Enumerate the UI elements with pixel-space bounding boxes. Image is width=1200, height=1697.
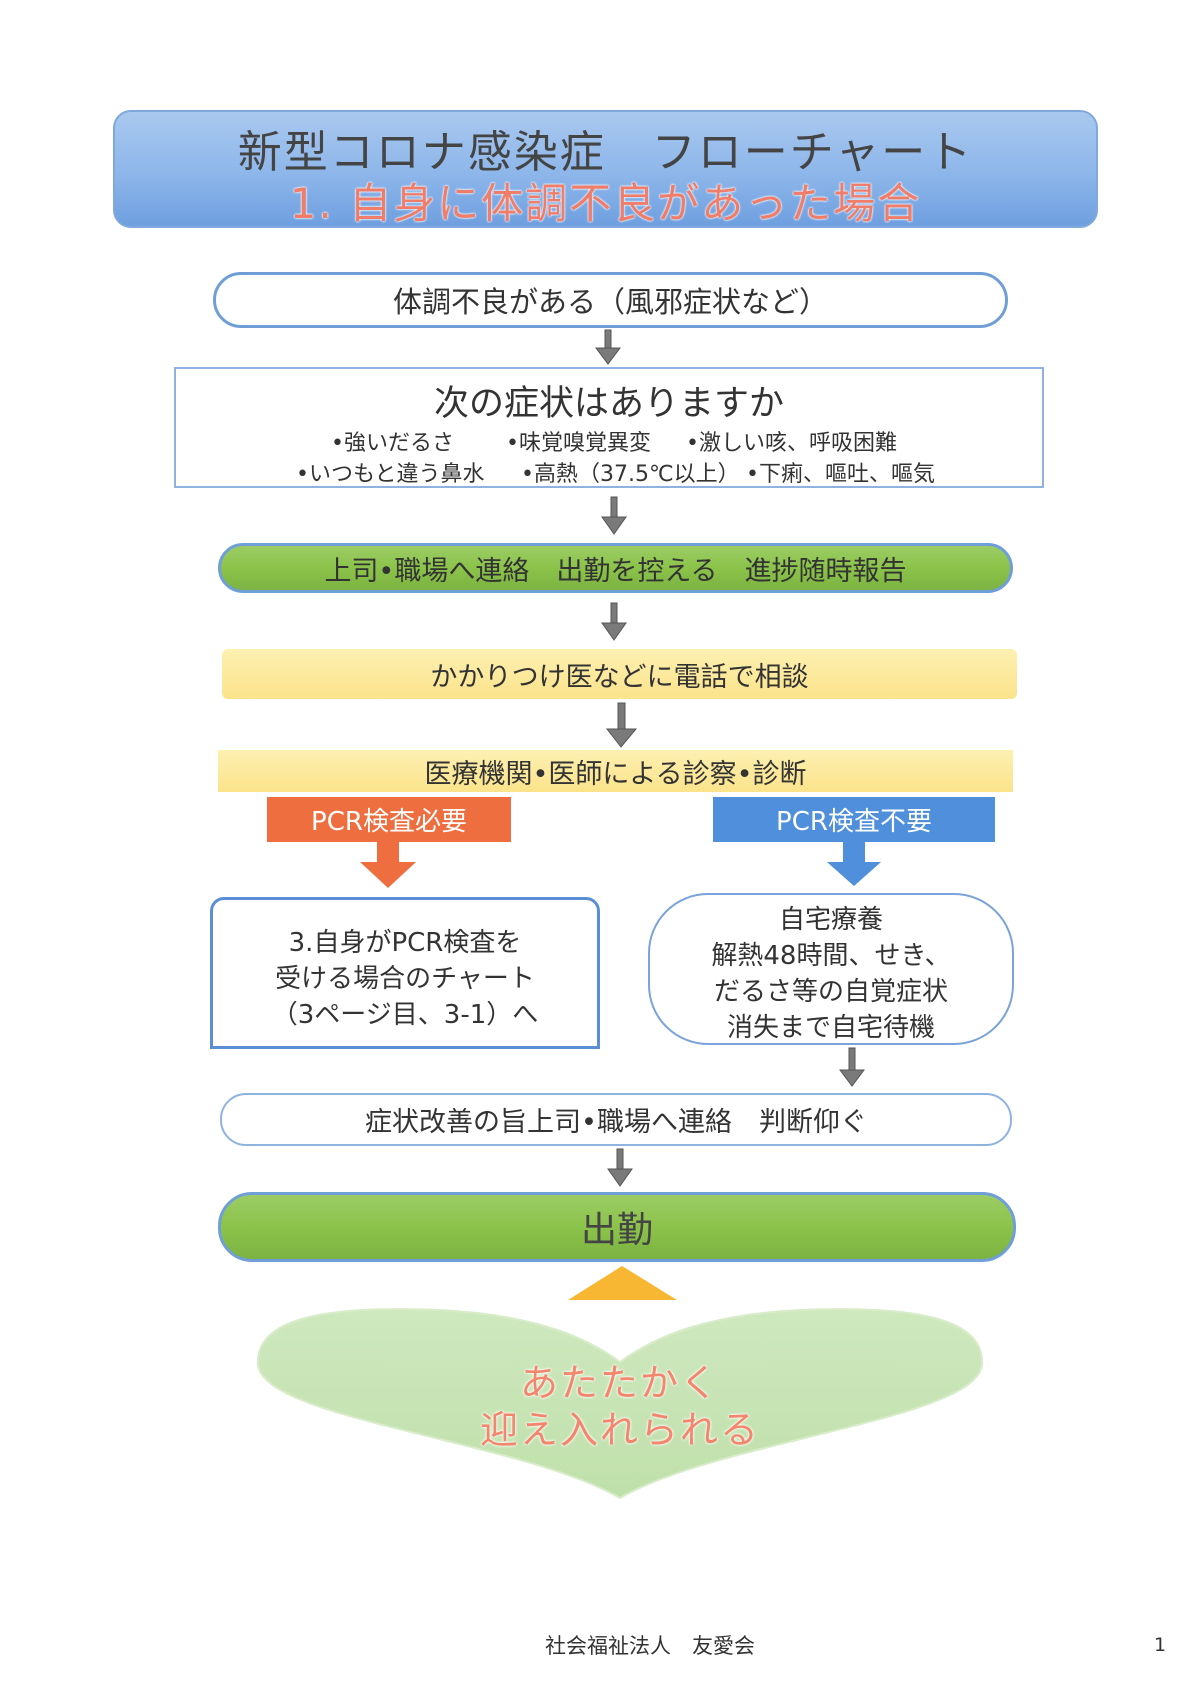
outcome-right-line: 解熱48時間、せき、	[711, 940, 951, 971]
step-5-label: 医療機関•医師による診察•診断	[424, 758, 807, 790]
symptom-item: •激しい咳、呼吸困難	[686, 431, 897, 456]
step-return-to-work: 出勤	[218, 1192, 1016, 1262]
step-1-label: 体調不良がある（風邪症状など）	[392, 285, 828, 319]
arrow-6	[607, 1148, 633, 1187]
step-symptoms-present: 体調不良がある（風邪症状など）	[213, 272, 1008, 328]
heart-text-line-1: あたたかく	[519, 1360, 720, 1405]
step-7-label: 出勤	[580, 1210, 653, 1251]
arrow-5	[839, 1047, 865, 1087]
arrow-4	[605, 702, 638, 748]
step-6-label: 症状改善の旨上司•職場へ連絡 判断仰ぐ	[365, 1107, 867, 1138]
step-4-label: かかりつけ医などに電話で相談	[430, 661, 809, 693]
outcome-pcr-chart-ref: 3.自身がPCR検査を 受ける場合のチャート （3ページ目、3-1）へ	[210, 897, 600, 1049]
outcome-left-line: 受ける場合のチャート	[275, 963, 535, 994]
step-phone-consult: かかりつけ医などに電話で相談	[222, 649, 1017, 699]
page-title: 新型コロナ感染症 フローチャート	[237, 127, 974, 178]
step-report-improvement: 症状改善の旨上司•職場へ連絡 判断仰ぐ	[220, 1093, 1012, 1146]
title-banner: 新型コロナ感染症 フローチャート 1. 自身に体調不良があった場合	[113, 110, 1098, 228]
outcome-left-line: 3.自身がPCR検査を	[288, 927, 522, 958]
arrow-2	[601, 496, 627, 535]
page-number: 1	[1153, 1634, 1167, 1656]
heart-text-line-2: 迎え入れられる	[479, 1407, 760, 1452]
arrow-pcr-no	[827, 842, 881, 886]
outcome-right-line: 消失まで自宅待機	[726, 1012, 935, 1043]
symptom-item: •高熱（37.5℃以上）	[521, 462, 740, 487]
heart-shape	[256, 1308, 984, 1500]
step-contact-supervisor: 上司•職場へ連絡 出勤を控える 進捗随時報告	[218, 543, 1013, 593]
outcome-home-care: 自宅療養 解熱48時間、せき、 だるさ等の自覚症状 消失まで自宅待機	[648, 893, 1014, 1045]
arrow-pcr-need	[360, 842, 416, 888]
step-3-label: 上司•職場へ連絡 出勤を控える 進捗随時報告	[324, 555, 907, 587]
outcome-right-line: だるさ等の自覚症状	[713, 976, 948, 1007]
step-symptom-check: 次の症状はありますか •強いだるさ •味覚嗅覚異変 •激しい咳、呼吸困難 •いつ…	[174, 367, 1044, 488]
symptom-item: •強いだるさ	[331, 431, 454, 456]
up-triangle	[568, 1266, 677, 1300]
branch-pcr-not-required: PCR検査不要	[713, 797, 995, 842]
step-diagnosis: 医療機関•医師による診察•診断	[218, 750, 1013, 792]
symptom-question: 次の症状はありますか	[433, 383, 784, 424]
organization-name: 社会福祉法人 友愛会	[545, 1634, 755, 1658]
branch-pcr-required: PCR検査必要	[267, 797, 511, 842]
arrow-3	[601, 602, 627, 641]
symptom-item: •下痢、嘔吐、嘔気	[746, 462, 935, 487]
outcome-left-line: （3ページ目、3-1）へ	[271, 999, 539, 1030]
page-subtitle: 1. 自身に体調不良があった場合	[289, 178, 922, 228]
outcome-right-line: 自宅療養	[778, 904, 883, 935]
symptom-item: •いつもと違う鼻水	[296, 462, 485, 487]
arrow-1	[595, 329, 621, 365]
symptom-item: •味覚嗅覚異変	[506, 431, 651, 456]
